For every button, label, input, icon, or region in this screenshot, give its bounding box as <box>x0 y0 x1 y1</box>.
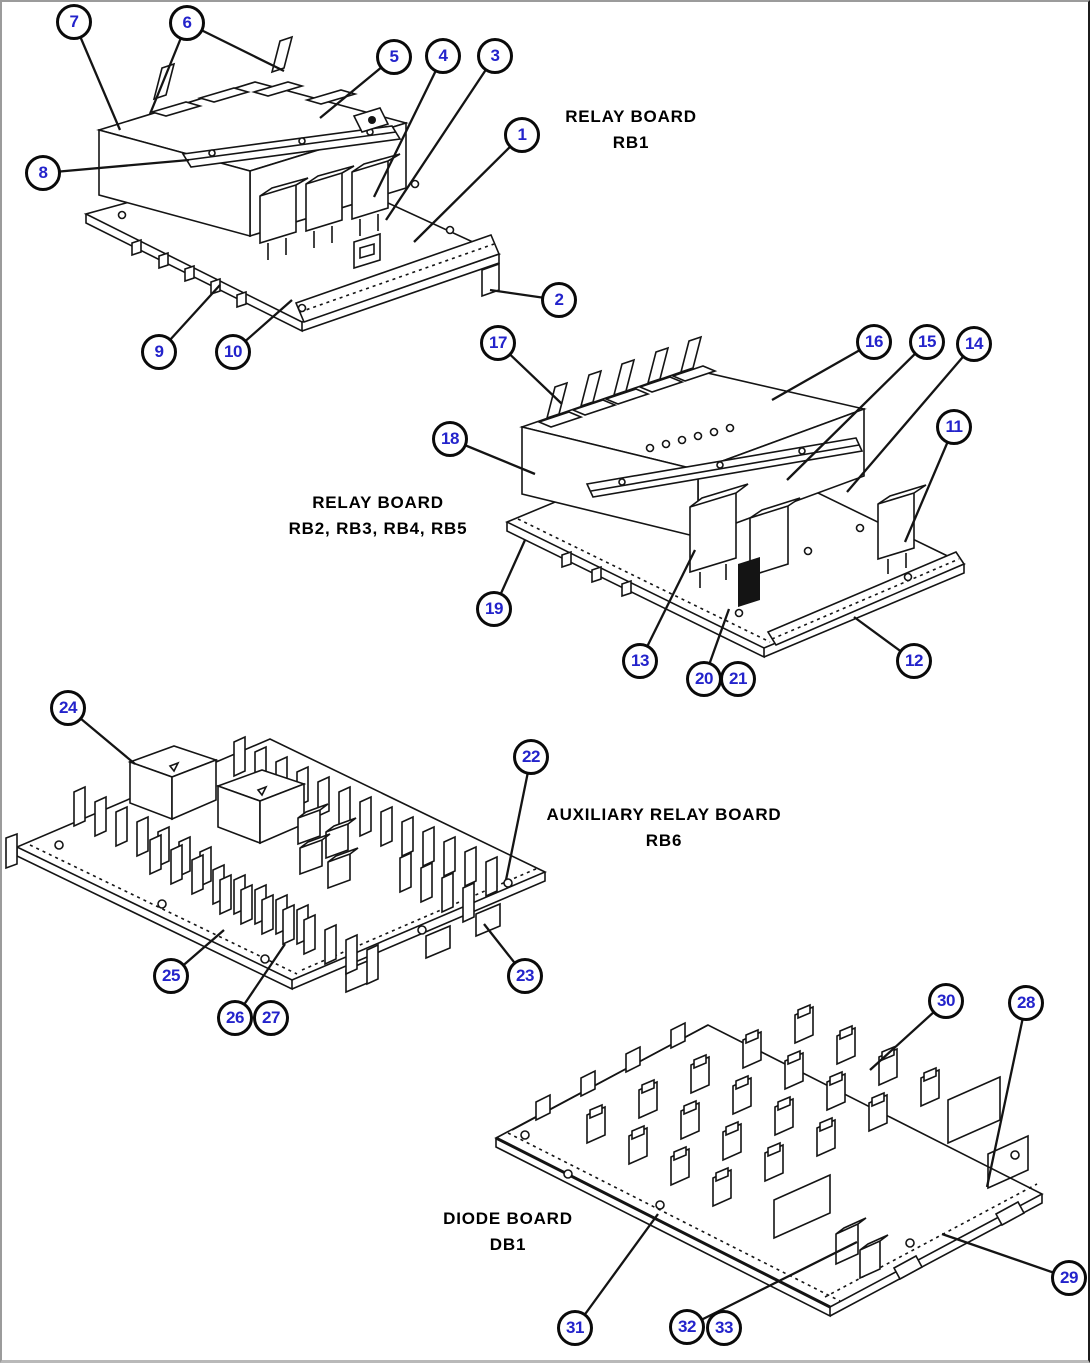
leader-line-8 <box>42 158 190 175</box>
label-rb2345-designator: RB2, RB3, RB4, RB5 <box>288 519 468 538</box>
callout-4: 4 <box>425 38 461 74</box>
relay-board-rb1-drawing <box>83 36 502 333</box>
callout-25: 25 <box>153 958 189 994</box>
callout-28: 28 <box>1008 985 1044 1021</box>
callout-18: 18 <box>432 421 468 457</box>
callout-31: 31 <box>557 1310 593 1346</box>
callout-22: 22 <box>513 739 549 775</box>
diode-board-db1-drawing <box>494 1004 1044 1318</box>
callout-13: 13 <box>622 643 658 679</box>
leader-line-28 <box>985 1002 1028 1188</box>
label-diode-board-db1: DIODE BOARD DB1 <box>443 1206 573 1258</box>
callout-24: 24 <box>50 690 86 726</box>
callout-2: 2 <box>541 282 577 318</box>
callout-23: 23 <box>507 958 543 994</box>
label-auxiliary-relay-board-rb6: AUXILIARY RELAY BOARD RB6 <box>546 802 781 854</box>
callout-12: 12 <box>896 643 932 679</box>
label-rb6-name: AUXILIARY RELAY BOARD <box>546 805 782 824</box>
leader-line-4 <box>372 55 445 198</box>
callout-16: 16 <box>856 324 892 360</box>
auxiliary-relay-board-rb6-drawing <box>5 736 547 994</box>
callout-17: 17 <box>480 325 516 361</box>
callout-29: 29 <box>1051 1260 1087 1296</box>
callout-5: 5 <box>376 39 412 75</box>
label-rb1-designator: RB1 <box>612 133 650 152</box>
callout-32: 32 <box>669 1309 705 1345</box>
callout-33: 33 <box>706 1310 742 1346</box>
callout-3: 3 <box>477 38 513 74</box>
callout-14: 14 <box>956 326 992 362</box>
relay-board-rb2-rb5-drawing <box>505 336 966 659</box>
label-rb2345-name: RELAY BOARD <box>312 493 444 512</box>
leader-line-6 <box>186 21 285 73</box>
label-db1-designator: DB1 <box>489 1235 527 1254</box>
callout-19: 19 <box>476 591 512 627</box>
callout-1: 1 <box>504 117 540 153</box>
leader-line-31 <box>574 1213 659 1329</box>
callout-30: 30 <box>928 983 964 1019</box>
leader-line-13 <box>638 549 697 662</box>
label-rb6-designator: RB6 <box>645 831 683 850</box>
callout-26: 26 <box>217 1000 253 1036</box>
leader-line-16 <box>771 341 875 401</box>
leader-line-3 <box>385 55 496 221</box>
callout-27: 27 <box>253 1000 289 1036</box>
callout-9: 9 <box>141 334 177 370</box>
leader-line-22 <box>504 756 533 881</box>
callout-7: 7 <box>56 4 92 40</box>
leader-line-11 <box>903 426 956 543</box>
callout-11: 11 <box>936 409 972 445</box>
callout-20: 20 <box>686 661 722 697</box>
callout-6: 6 <box>169 5 205 41</box>
callout-15: 15 <box>909 324 945 360</box>
leader-line-29 <box>941 1232 1070 1280</box>
callout-8: 8 <box>25 155 61 191</box>
label-rb1-name: RELAY BOARD <box>565 107 697 126</box>
label-db1-name: DIODE BOARD <box>443 1209 573 1228</box>
label-relay-board-rb1: RELAY BOARD RB1 <box>565 104 697 156</box>
leader-line-14 <box>846 343 975 493</box>
callout-21: 21 <box>720 661 756 697</box>
label-relay-board-rb2-rb5: RELAY BOARD RB2, RB3, RB4, RB5 <box>289 490 468 542</box>
leader-line-7 <box>72 21 122 131</box>
leader-line-1 <box>413 134 523 243</box>
leader-line-15 <box>786 341 928 481</box>
callout-10: 10 <box>215 334 251 370</box>
